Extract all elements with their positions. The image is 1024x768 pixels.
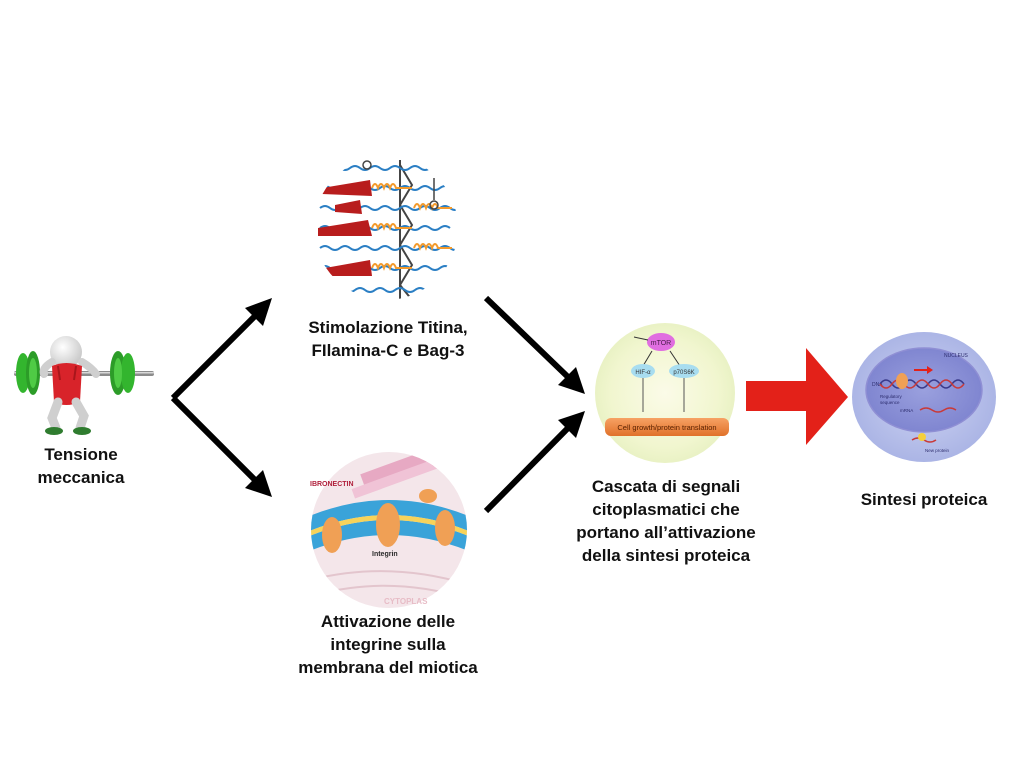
cell-growth-text: Cell growth/protein translation xyxy=(617,423,716,432)
hif-text: HIF-α xyxy=(635,370,651,376)
signaling-cascade-illustration: mTOR HIF-α p70S6K Cell growth/protein tr… xyxy=(595,323,735,463)
synthesis-label: Sintesi proteica xyxy=(860,490,988,509)
arrow-tension-to-integrin xyxy=(170,395,272,497)
regulatory-text-1: Regulatory xyxy=(880,394,903,399)
mtor-node xyxy=(647,333,675,351)
cascade-label: Cascata di segnali citoplasmatici che po… xyxy=(576,477,756,565)
new-protein-text: New protein xyxy=(925,448,950,453)
cytoplasm-text: CYTOPLAS xyxy=(384,597,428,606)
mrna-text: mRNA xyxy=(900,408,913,413)
arrow-tension-to-titin xyxy=(170,298,272,401)
dna-text: DNA xyxy=(872,382,883,388)
weightlifter-icon xyxy=(14,336,154,435)
regulatory-text-2: sequence xyxy=(880,400,900,405)
big-red-arrow xyxy=(746,348,848,445)
p70-node xyxy=(669,364,699,378)
cell-growth-bar xyxy=(605,418,729,436)
integrin-text: Integrin xyxy=(372,551,398,558)
arrow-titin-to-cascade xyxy=(483,295,585,394)
sarcomere-illustration xyxy=(318,160,458,300)
p70-text: p70S6K xyxy=(673,370,694,376)
arrows-group xyxy=(170,295,585,514)
titin-label: Stimolazione Titina, FIlamina-C e Bag-3 xyxy=(308,318,468,360)
integrin-label: Attivazione delle integrine sulla membra… xyxy=(298,612,478,677)
mtor-text: mTOR xyxy=(651,340,671,347)
fibronectin-text: IBRONECTIN xyxy=(310,481,354,488)
tension-label: Tensione meccanica xyxy=(37,445,125,487)
integrin-membrane-illustration: IBRONECTIN Integrin CYTOPLAS xyxy=(310,452,467,608)
hif-node xyxy=(631,364,655,378)
protein-synthesis-illustration: NUCLEUS DNA Regulatory sequence mRNA New… xyxy=(852,332,996,462)
nucleus-text: NUCLEUS xyxy=(944,353,969,359)
arrow-integrin-to-cascade xyxy=(483,411,585,514)
